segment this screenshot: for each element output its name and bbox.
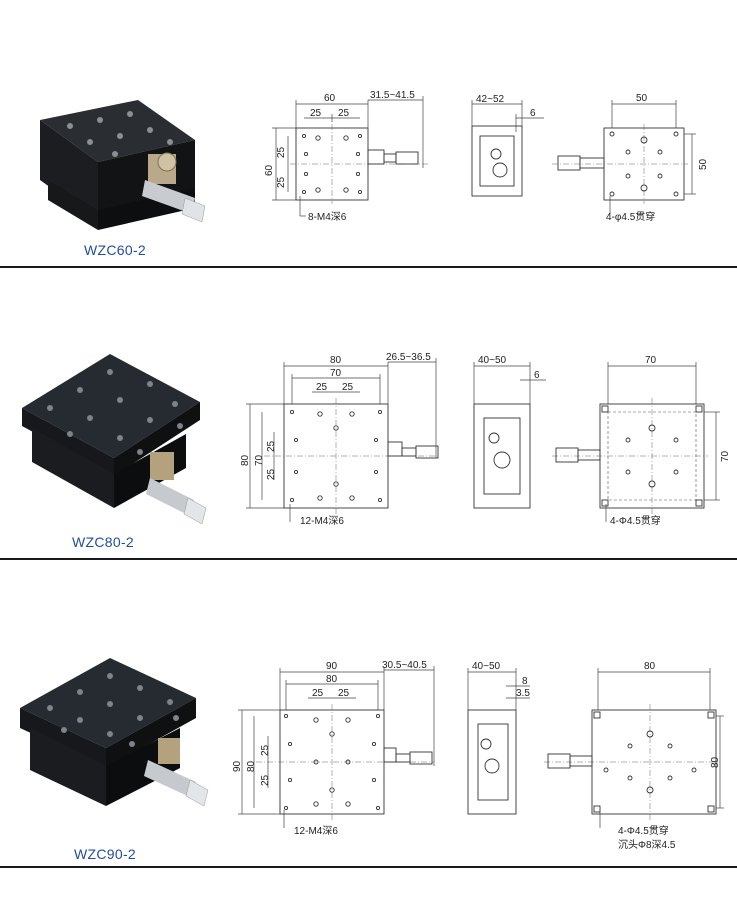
dim-offset: 8 xyxy=(522,676,528,687)
top-view-drawing-wzc60: 60 31.5~41.5 25 25 60 25 25 8-M4深6 xyxy=(264,90,428,223)
product-section-wzc80: WZC80-2 80 70 26.5~3 xyxy=(0,268,737,558)
side-view-drawing-wzc80: 40~50 6 xyxy=(473,355,546,509)
dim-pitch-a: 25 xyxy=(310,108,322,119)
dim-travel: 31.5~41.5 xyxy=(370,90,415,101)
model-label: WZC60-2 xyxy=(84,242,146,258)
dim-height: 80 xyxy=(240,454,251,466)
product-section-wzc90: WZC90-2 90 80 xyxy=(0,560,737,866)
dim-pitch-v1: 25 xyxy=(260,744,271,756)
hole-spec: 8-M4深6 xyxy=(308,211,347,223)
dim-travel: 26.5~36.5 xyxy=(386,352,431,363)
section-separator xyxy=(0,266,737,268)
dim-width: 70 xyxy=(645,355,657,366)
dim-pitch-v2: 25 xyxy=(260,774,271,786)
dim-height: 50 xyxy=(698,158,709,170)
dim-pitch-v2: 25 xyxy=(276,176,287,188)
dim-width: 80 xyxy=(644,661,656,672)
dim-pitch-b: 25 xyxy=(338,688,350,699)
stage-photo-wzc80 xyxy=(22,354,207,525)
dim-pitch-v1: 25 xyxy=(276,146,287,158)
dim-range: 42~52 xyxy=(476,94,505,105)
product-section-wzc60: WZC60-2 60 31.5~41.5 25 25 xyxy=(0,0,737,266)
hole-spec: 4-Φ4.5贯穿 xyxy=(618,824,669,837)
dim-width: 80 xyxy=(330,355,342,366)
dim-height: 60 xyxy=(264,164,275,176)
dim-range: 40~50 xyxy=(478,355,507,366)
dim-inner-h: 80 xyxy=(246,760,257,772)
model-label: WZC80-2 xyxy=(72,534,134,550)
section-separator xyxy=(0,558,737,560)
dim-width: 90 xyxy=(326,661,338,672)
dim-width: 60 xyxy=(324,93,336,104)
dim-offset2: 3.5 xyxy=(516,688,530,699)
top-view-drawing-wzc80: 80 70 26.5~36.5 25 25 80 70 25 25 12-M4深… xyxy=(240,352,439,527)
top-view-drawing-wzc90: 90 80 30.5~40.5 25 25 90 80 25 25 12-M4深… xyxy=(232,660,435,837)
stage-photo-wzc60 xyxy=(40,100,206,230)
dim-inner: 80 xyxy=(326,674,338,685)
bottom-view-drawing-wzc90: 80 80 4-Φ4.5贯穿 沉头Φ8深4.5 xyxy=(544,661,724,851)
dim-height: 70 xyxy=(720,450,731,462)
hole-spec: 4-φ4.5贯穿 xyxy=(606,210,655,223)
dim-pitch-v2: 25 xyxy=(266,468,277,480)
dim-height: 90 xyxy=(232,760,243,772)
dim-offset: 6 xyxy=(534,370,540,381)
dim-range: 40~50 xyxy=(472,661,501,672)
hole-spec: 12-M4深6 xyxy=(300,515,344,527)
section-separator xyxy=(0,866,737,868)
dim-inner: 70 xyxy=(330,368,342,379)
model-label: WZC90-2 xyxy=(74,846,136,862)
dim-pitch-a: 25 xyxy=(316,382,328,393)
hole-spec: 4-Φ4.5贯穿 xyxy=(610,514,661,527)
dim-inner-h: 70 xyxy=(254,454,265,466)
dim-height: 80 xyxy=(710,756,721,768)
dim-pitch-a: 25 xyxy=(312,688,324,699)
bottom-view-drawing-wzc80: 70 70 4-Φ4.5贯穿 xyxy=(552,355,731,527)
hole-spec-counterbore: 沉头Φ8深4.5 xyxy=(618,838,676,851)
dim-pitch-v1: 25 xyxy=(266,440,277,452)
bottom-view-drawing-wzc60: 50 50 4-φ4.5贯穿 xyxy=(552,93,709,223)
hole-spec: 12-M4深6 xyxy=(294,825,338,837)
dim-travel: 30.5~40.5 xyxy=(382,660,427,671)
dim-pitch-b: 25 xyxy=(338,108,350,119)
stage-photo-wzc90 xyxy=(20,658,209,807)
dim-pitch-b: 25 xyxy=(342,382,354,393)
dim-width: 50 xyxy=(636,93,648,104)
side-view-drawing-wzc60: 42~52 6 xyxy=(471,94,544,197)
dim-offset: 6 xyxy=(530,108,536,119)
side-view-drawing-wzc90: 40~50 8 3.5 xyxy=(467,661,530,815)
